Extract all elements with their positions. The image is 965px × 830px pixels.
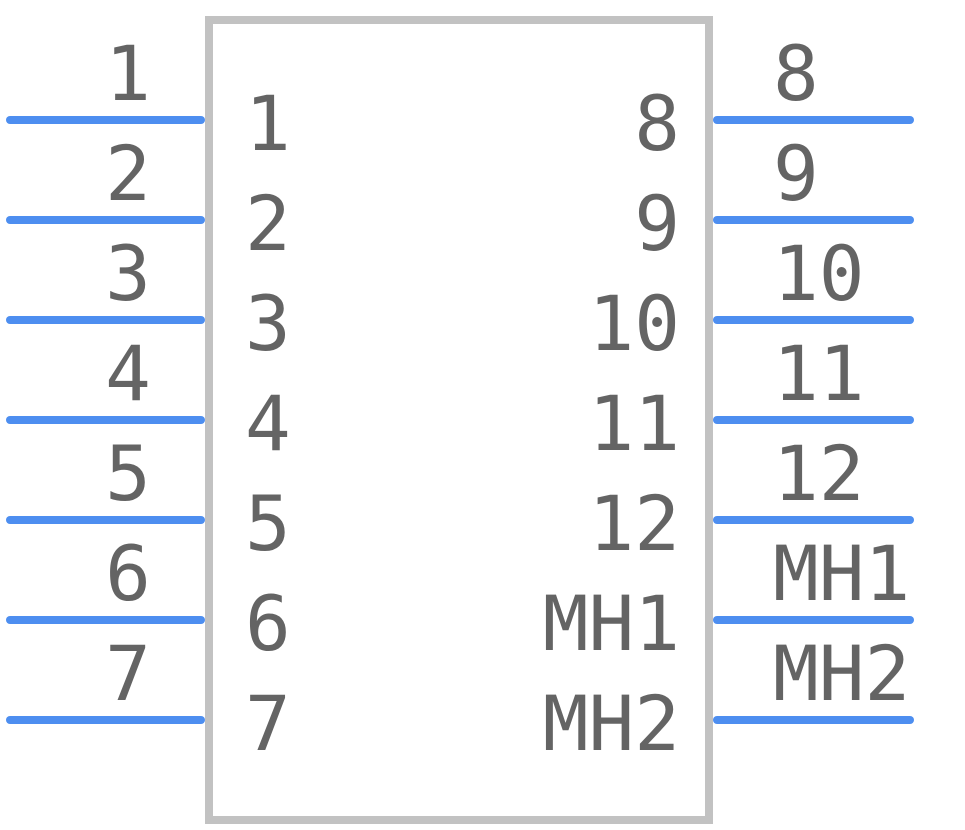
right-pin-label: 10 <box>588 279 680 368</box>
left-pin-number: 3 <box>105 229 151 318</box>
left-pin-label: 7 <box>245 679 291 768</box>
right-pin-number: MH1 <box>773 529 910 618</box>
left-pin-group: 1 1 2 2 3 3 4 4 5 5 6 6 7 7 <box>6 29 291 768</box>
left-pin-number: 5 <box>105 429 151 518</box>
left-pin-number: 7 <box>105 629 151 718</box>
left-pin-label: 5 <box>245 479 291 568</box>
left-pin-label: 4 <box>245 379 291 468</box>
left-pin-label: 3 <box>245 279 291 368</box>
right-pin-label: MH2 <box>543 679 680 768</box>
right-pin-label: 9 <box>634 179 680 268</box>
right-pin-label: MH1 <box>543 579 680 668</box>
left-pin-label: 6 <box>245 579 291 668</box>
right-pin-number: MH2 <box>773 629 910 718</box>
right-pin-label: 11 <box>588 379 680 468</box>
right-pin-number: 9 <box>773 129 819 218</box>
left-pin-number: 1 <box>105 29 151 118</box>
left-pin-label: 2 <box>245 179 291 268</box>
right-pin-label: 12 <box>588 479 680 568</box>
right-pin-number: 8 <box>773 29 819 118</box>
left-pin-number: 4 <box>105 329 151 418</box>
component-body <box>205 16 713 824</box>
right-pin-label: 8 <box>634 79 680 168</box>
right-pin-number: 11 <box>773 329 865 418</box>
left-pin-number: 6 <box>105 529 151 618</box>
right-pin-number: 10 <box>773 229 865 318</box>
right-pin-number: 12 <box>773 429 865 518</box>
left-pin-number: 2 <box>105 129 151 218</box>
left-pin-label: 1 <box>245 79 291 168</box>
